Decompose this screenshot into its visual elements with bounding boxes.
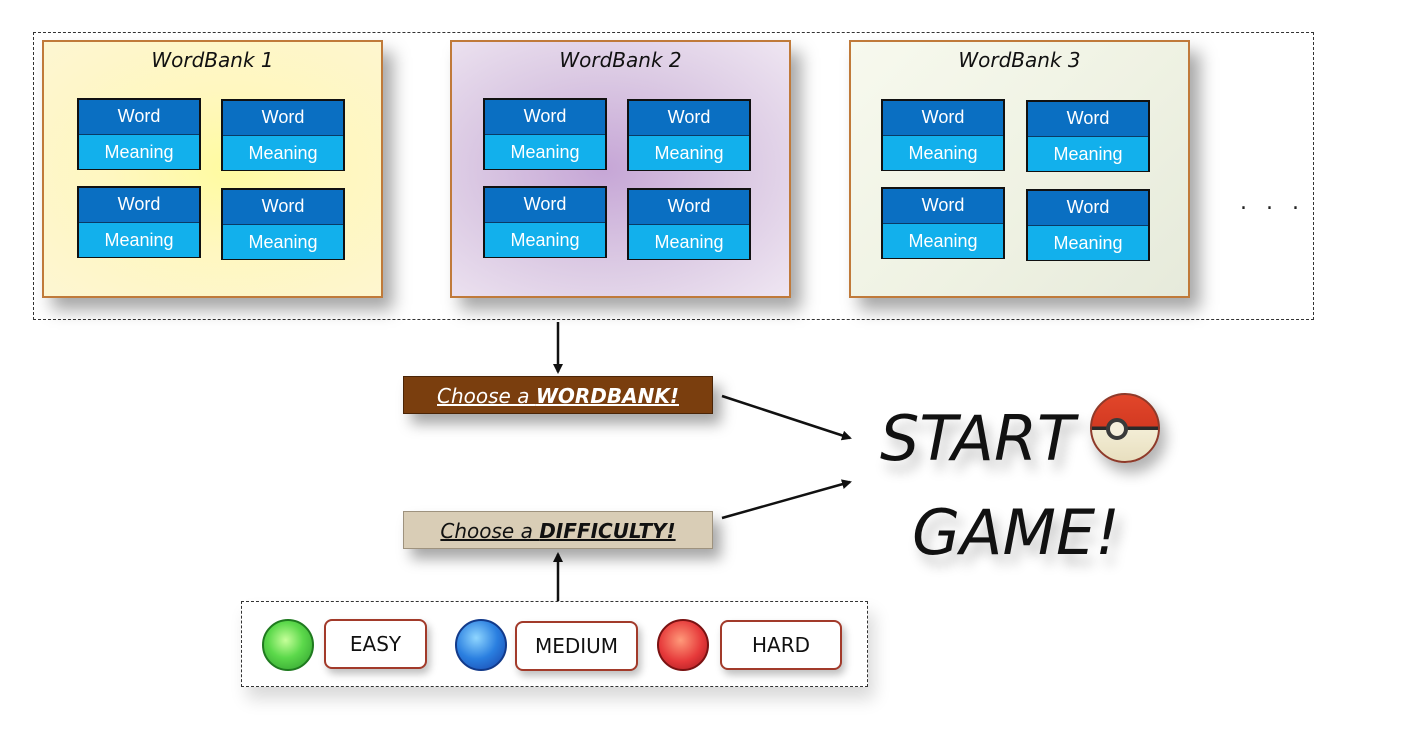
meaning-label: Meaning: [79, 223, 199, 257]
word-card[interactable]: Word Meaning: [1026, 189, 1150, 261]
word-label: Word: [1028, 191, 1148, 226]
word-label: Word: [485, 188, 605, 223]
word-label: Word: [883, 189, 1003, 224]
meaning-label: Meaning: [629, 136, 749, 170]
word-label: Word: [629, 190, 749, 225]
choose-difficulty-button[interactable]: Choose a DIFFICULTY!: [403, 511, 713, 549]
word-card[interactable]: Word Meaning: [77, 98, 201, 170]
choose-wordbank-prefix: Choose a: [437, 384, 536, 408]
arrow-choose-difficulty-to-start: [721, 479, 852, 520]
word-card[interactable]: Word Meaning: [881, 187, 1005, 259]
word-label: Word: [629, 101, 749, 136]
word-card[interactable]: Word Meaning: [77, 186, 201, 258]
pokeball-center: [1106, 418, 1128, 440]
word-label: Word: [223, 101, 343, 136]
meaning-label: Meaning: [485, 223, 605, 257]
wordbank-title: WordBank 1: [151, 48, 274, 72]
wordbank-title: WordBank 3: [958, 48, 1081, 72]
meaning-label: Meaning: [79, 135, 199, 169]
start-game-button[interactable]: START GAME!: [880, 392, 1120, 580]
word-card[interactable]: Word Meaning: [881, 99, 1005, 171]
meaning-label: Meaning: [629, 225, 749, 259]
start-line-2: GAME!: [912, 496, 1120, 569]
word-label: Word: [485, 100, 605, 135]
word-label: Word: [223, 190, 343, 225]
word-card[interactable]: Word Meaning: [483, 98, 607, 170]
choose-difficulty-emphasis: DIFFICULTY!: [539, 519, 676, 543]
hard-button[interactable]: HARD: [720, 620, 842, 670]
wordbank-container: [33, 32, 1314, 320]
easy-button[interactable]: EASY: [324, 619, 427, 669]
more-indicator: . . .: [1240, 190, 1305, 215]
choose-difficulty-prefix: Choose a: [440, 519, 540, 543]
wordbank-3[interactable]: WordBank 3 Word Meaning Word Meaning Wor…: [849, 40, 1190, 298]
choose-wordbank-emphasis: WORDBANK!: [535, 384, 679, 408]
word-label: Word: [1028, 102, 1148, 137]
word-card[interactable]: Word Meaning: [1026, 100, 1150, 172]
water-icon: [455, 619, 507, 671]
meaning-label: Meaning: [223, 225, 343, 259]
wordbank-1[interactable]: WordBank 1 Word Meaning Word Meaning Wor…: [42, 40, 383, 298]
meaning-label: Meaning: [1028, 137, 1148, 171]
leaf-icon: [262, 619, 314, 671]
meaning-label: Meaning: [883, 136, 1003, 170]
word-label: Word: [883, 101, 1003, 136]
difficulty-container: [241, 601, 868, 687]
choose-wordbank-button[interactable]: Choose a WORDBANK!: [403, 376, 713, 414]
word-card[interactable]: Word Meaning: [221, 99, 345, 171]
meaning-label: Meaning: [1028, 226, 1148, 260]
word-card[interactable]: Word Meaning: [627, 188, 751, 260]
word-label: Word: [79, 188, 199, 223]
word-card[interactable]: Word Meaning: [483, 186, 607, 258]
start-line-1: START: [880, 402, 1075, 475]
wordbank-2[interactable]: WordBank 2 Word Meaning Word Meaning Wor…: [450, 40, 791, 298]
word-card[interactable]: Word Meaning: [221, 188, 345, 260]
arrow-choose-wordbank-to-start: [721, 394, 852, 441]
meaning-label: Meaning: [223, 136, 343, 170]
fire-icon: [657, 619, 709, 671]
meaning-label: Meaning: [485, 135, 605, 169]
wordbank-title: WordBank 2: [559, 48, 682, 72]
word-card[interactable]: Word Meaning: [627, 99, 751, 171]
word-label: Word: [79, 100, 199, 135]
meaning-label: Meaning: [883, 224, 1003, 258]
medium-button[interactable]: MEDIUM: [515, 621, 638, 671]
